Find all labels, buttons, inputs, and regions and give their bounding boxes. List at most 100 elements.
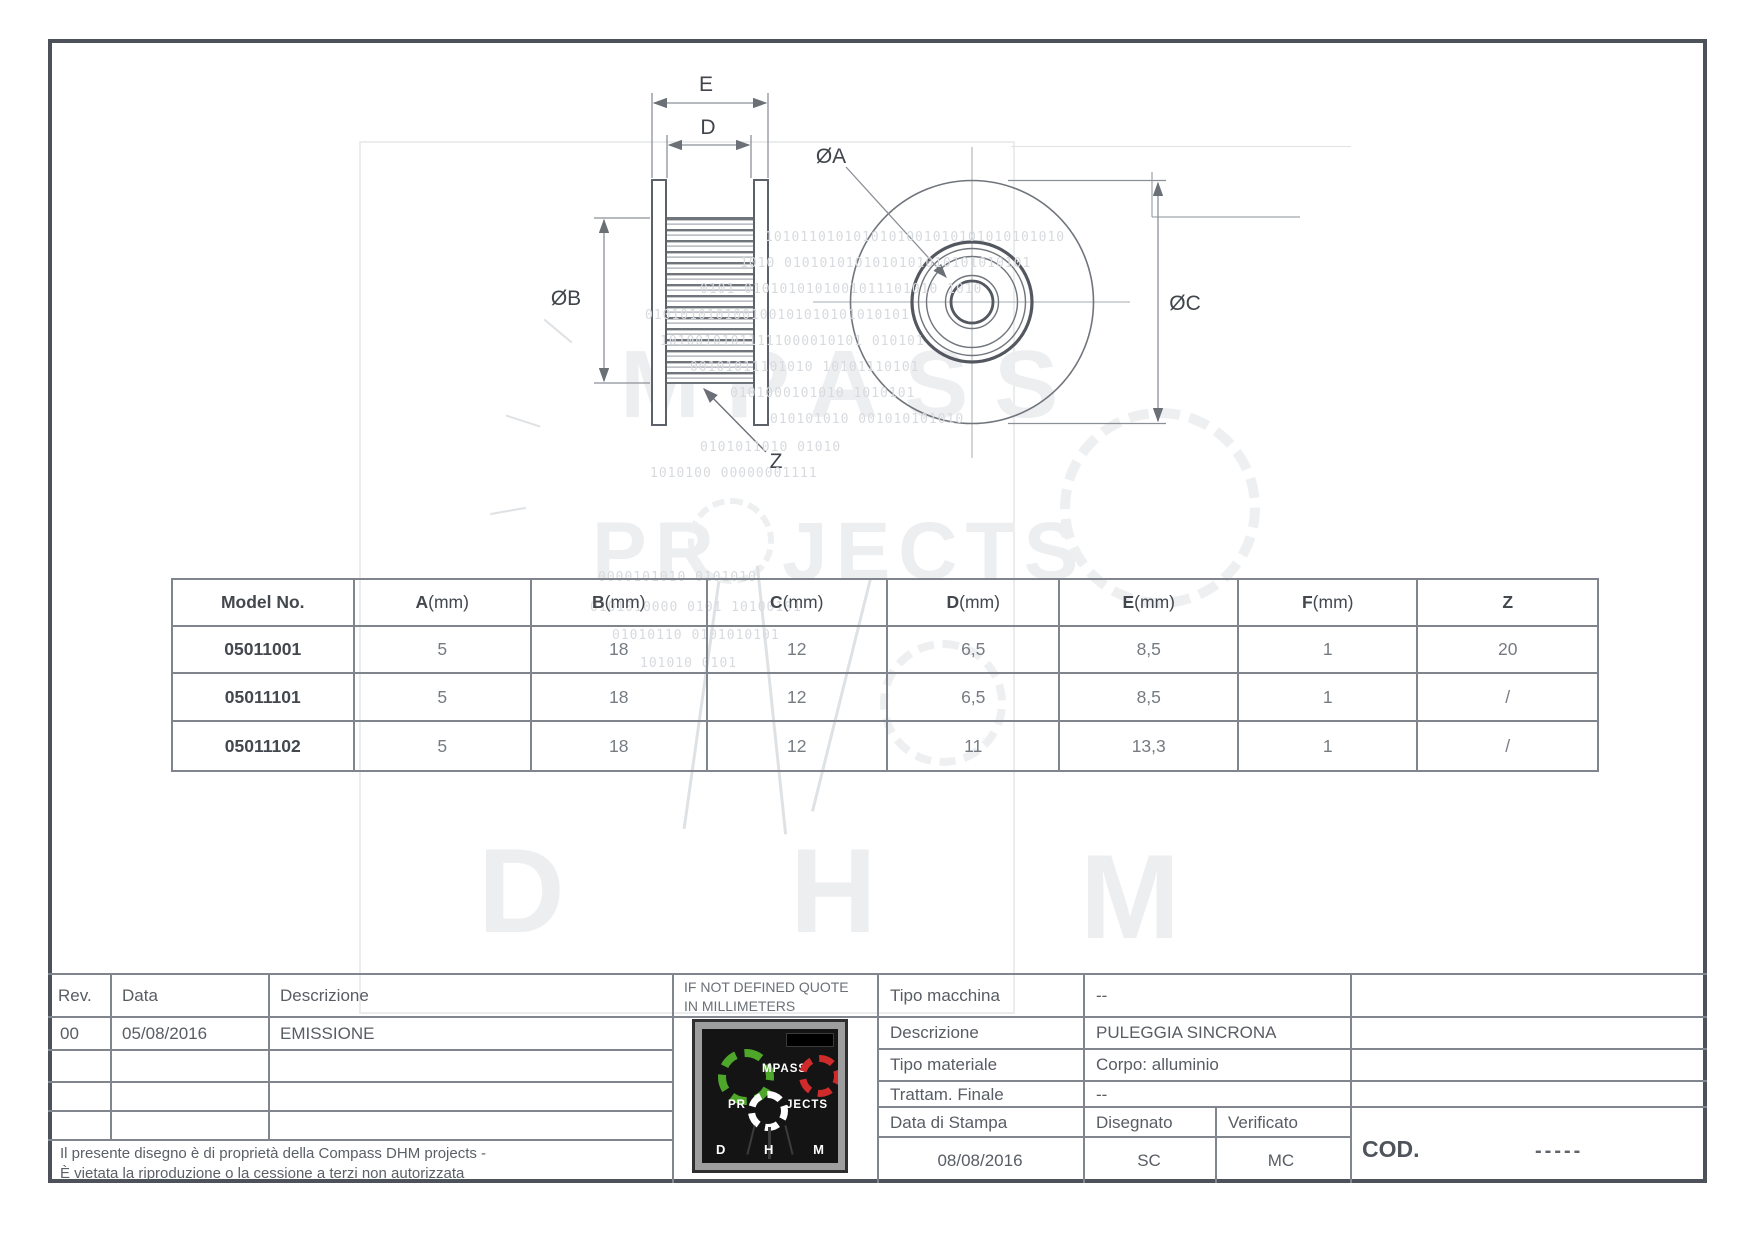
table-cell: 05011102 [173, 722, 355, 770]
table-cell: 18 [532, 722, 708, 770]
watermark-binary: 010101010 001010101010 [770, 412, 965, 427]
rev-desc-value: EMISSIONE [280, 1024, 375, 1043]
logo-mpass-text: MPASS [762, 1063, 808, 1075]
titleblock-line [672, 973, 674, 1183]
leader-dia-a [845, 166, 947, 278]
watermark-binary: 0000101010 0101010 [598, 570, 757, 585]
leader-z [703, 388, 767, 453]
table-cell: 05011001 [173, 627, 355, 674]
disegnato-label: Disegnato [1096, 1113, 1173, 1132]
trattam-finale-value: -- [1096, 1085, 1108, 1104]
titleblock-line [110, 973, 112, 1139]
titleblock-line [877, 973, 879, 1183]
table-cell: 6,5 [888, 674, 1061, 722]
table-cell: 5 [354, 627, 532, 674]
table-cell: 1 [1238, 674, 1419, 722]
table-cell: 12 [707, 674, 888, 722]
rev-header: Rev. [58, 986, 92, 1005]
tipo-materiale-value: Corpo: alluminio [1096, 1055, 1219, 1074]
logo-pr-text: PR [728, 1099, 746, 1111]
watermark-binary: 00101011101010 10101110101 [690, 360, 920, 375]
titleblock-line [1083, 973, 1085, 1183]
units-note-line2: IN MILLIMETERS [684, 998, 796, 1014]
dimension-label-dia-b: ØB [551, 287, 581, 310]
pulley-teeth-body [666, 218, 754, 383]
table-cell: 1 [1239, 722, 1419, 770]
table-cell: 8,5 [1060, 627, 1239, 674]
trattam-finale-label: Trattam. Finale [890, 1085, 1004, 1104]
rev-date-value: 05/08/2016 [122, 1024, 208, 1043]
green-gear-icon [718, 1049, 774, 1105]
cod-label: COD. [1362, 1136, 1420, 1162]
spec-col-a: A (mm) [354, 580, 532, 627]
watermark-binary: 1010 0101010101010101010101010101 [740, 256, 1032, 271]
spec-col-d: D (mm) [888, 580, 1061, 627]
watermark-binary: 0101000101010 1010101 [730, 386, 916, 401]
table-cell: 1 [1238, 627, 1419, 674]
compass-dhm-logo: MPASS PR JECTS D H M [695, 1022, 845, 1170]
descrizione-header: Descrizione [280, 986, 369, 1005]
watermark-binary: 1010100 00000001111 [650, 466, 818, 481]
logo-d-letter: D [716, 1142, 726, 1157]
watermark-binary: 0101010000 0101 10100101 [590, 600, 802, 615]
table-cell: / [1418, 674, 1597, 722]
tipo-macchina-label: Tipo macchina [890, 986, 1000, 1005]
watermark-binary: 010101010100100101010101010101 [645, 308, 910, 323]
logo-m-letter: M [813, 1142, 824, 1157]
spec-col-b: B (mm) [532, 580, 708, 627]
outer-circle [849, 179, 1095, 425]
units-note-line1: IF NOT DEFINED QUOTE [684, 979, 849, 995]
spec-table: Model No. A (mm) B (mm) C (mm) D (mm) E … [171, 578, 1599, 772]
table-cell: 5 [355, 722, 532, 770]
data-header: Data [122, 986, 158, 1005]
dimension-label-z: Z [770, 450, 783, 473]
dimension-label-dia-a: ØA [816, 145, 846, 168]
data-stampa-value: 08/08/2016 [937, 1151, 1023, 1170]
copyright-line1: Il presente disegno è di proprietà della… [60, 1145, 487, 1162]
table-cell: 18 [532, 674, 708, 722]
logo-tool [784, 1125, 794, 1155]
table-cell: 20 [1418, 627, 1597, 674]
dimension-dia-c [1008, 172, 1300, 425]
data-stampa-label: Data di Stampa [890, 1113, 1008, 1132]
watermark-gear-o-icon [688, 498, 774, 584]
titleblock-line [1350, 973, 1352, 1183]
logo-tool [768, 1127, 771, 1159]
titleblock-line [877, 1106, 1707, 1108]
rev-value: 00 [60, 1024, 79, 1043]
hub-bold-circle [910, 240, 1034, 364]
titleblock-line [48, 1049, 672, 1051]
dimension-e [651, 93, 769, 178]
table-cell: / [1505, 735, 1511, 756]
verificato-value: MC [1267, 1151, 1295, 1170]
red-gear-icon [799, 1055, 838, 1097]
titleblock-line [1215, 1106, 1217, 1183]
dimension-d [666, 135, 752, 178]
watermark-binary: 10100101011111000010101 010101 [660, 334, 925, 349]
dimension-label-d: D [700, 116, 715, 139]
pulley-flange-left [651, 179, 667, 426]
cod-value: ----- [1535, 1140, 1584, 1162]
front-view [813, 147, 1130, 458]
copyright-line2: È vietata la riproduzione o la cessione … [60, 1165, 465, 1182]
logo-caption-bar [786, 1033, 834, 1047]
titleblock-line [877, 1136, 1350, 1138]
spec-col-z: Z [1418, 580, 1597, 627]
spec-col-c: C (mm) [707, 580, 888, 627]
table-cell: 11 [888, 722, 1061, 770]
table-cell: 8,5 [1060, 674, 1239, 722]
spec-col-f: F (mm) [1238, 580, 1419, 627]
watermark-binary: 1010110101010101001010101010101010 [765, 230, 1066, 245]
table-cell: 12 [707, 627, 888, 674]
titleblock-line [48, 1139, 672, 1141]
table-cell: 6,5 [888, 627, 1061, 674]
descrizione-value: PULEGGIA SINCRONA [1096, 1023, 1277, 1042]
verificato-label: Verificato [1228, 1113, 1298, 1132]
watermark-line [1011, 146, 1351, 147]
logo-h-letter: H [764, 1142, 774, 1157]
spec-col-e: E (mm) [1060, 580, 1239, 627]
tipo-materiale-label: Tipo materiale [890, 1055, 998, 1074]
table-cell: 13,3 [1060, 722, 1239, 770]
